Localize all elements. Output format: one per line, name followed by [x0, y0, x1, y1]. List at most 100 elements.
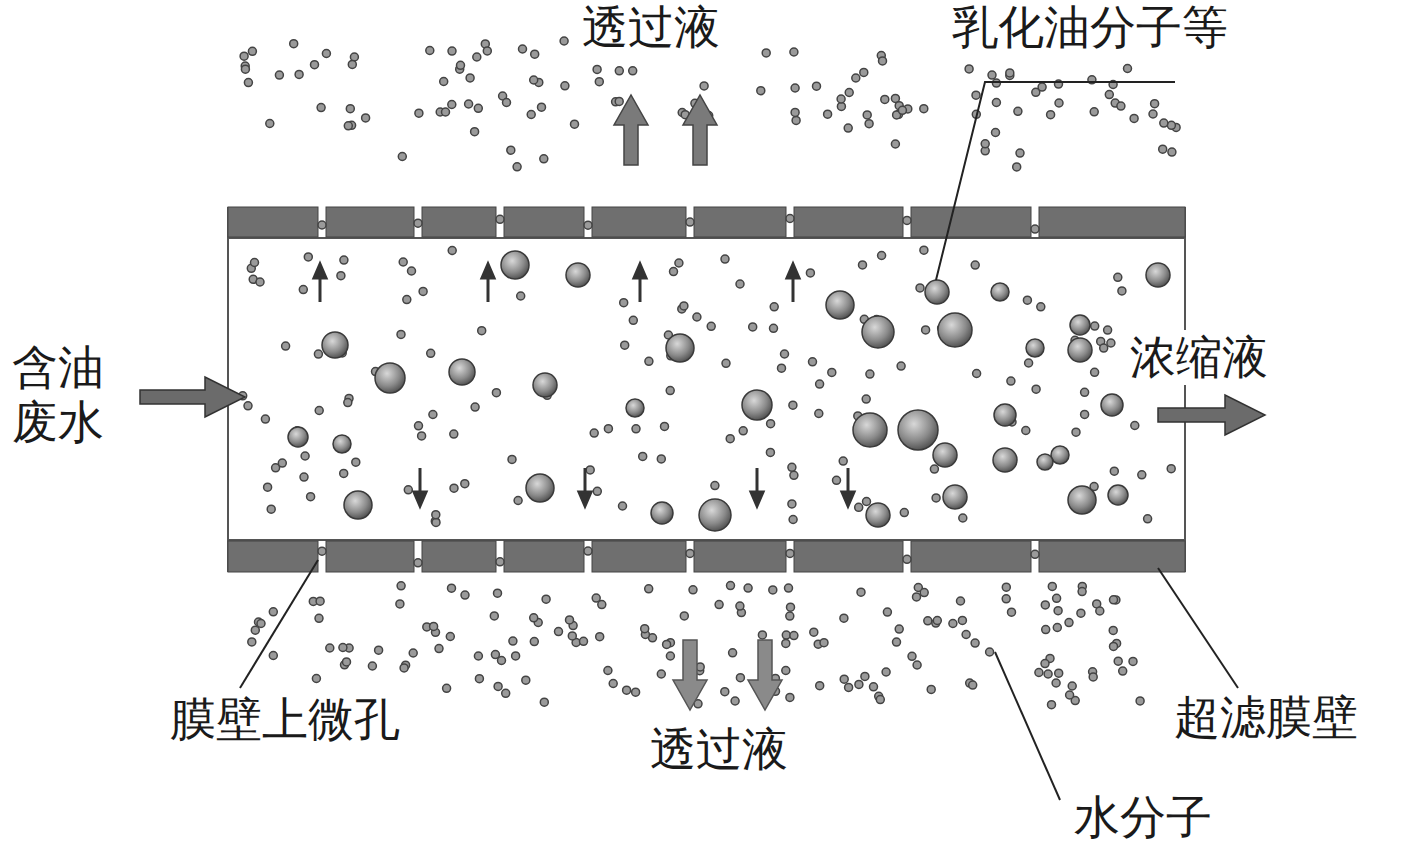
- water-molecule: [731, 697, 739, 705]
- water-molecule: [513, 163, 521, 171]
- water-molecule: [785, 584, 793, 592]
- water-molecule: [1065, 619, 1073, 627]
- water-molecule: [1114, 273, 1122, 281]
- water-molecule: [1048, 701, 1056, 709]
- water-molecule: [663, 640, 671, 648]
- oil-droplet: [501, 251, 529, 279]
- water-molecule: [782, 667, 790, 675]
- water-molecule: [595, 78, 603, 86]
- water-molecule: [1091, 322, 1099, 330]
- water-molecule: [432, 518, 440, 526]
- arrow-head: [751, 492, 763, 506]
- oil-droplet: [449, 359, 475, 385]
- water-molecule: [1041, 660, 1049, 668]
- arrow-head: [787, 264, 799, 278]
- arrow-shaft: [847, 468, 850, 494]
- arrow-head: [579, 492, 591, 506]
- water-molecule: [792, 116, 800, 124]
- water-molecule: [584, 221, 592, 229]
- oil-droplet: [1146, 263, 1170, 287]
- water-molecule: [514, 497, 522, 505]
- water-molecule: [1038, 83, 1046, 91]
- water-molecule: [604, 425, 612, 433]
- water-molecule: [466, 74, 474, 82]
- oil-droplet: [699, 499, 731, 531]
- water-molecule: [813, 82, 821, 90]
- water-molecule: [722, 359, 730, 367]
- water-molecule: [266, 120, 274, 128]
- water-molecule: [316, 597, 324, 605]
- water-molecule: [645, 585, 653, 593]
- water-molecule: [571, 120, 579, 128]
- water-molecule: [860, 68, 868, 76]
- water-molecule: [492, 389, 500, 397]
- water-molecule: [317, 104, 325, 112]
- water-molecule: [343, 658, 351, 666]
- water-molecule: [789, 401, 797, 409]
- water-molecule: [307, 493, 315, 501]
- water-molecule: [920, 246, 928, 254]
- water-molecule: [442, 108, 450, 116]
- water-molecule: [290, 40, 298, 48]
- permeate-arrows: [314, 264, 854, 506]
- water-molecule: [375, 646, 383, 654]
- water-molecule: [981, 140, 989, 148]
- oil-droplet: [1068, 486, 1096, 514]
- water-molecule: [1104, 326, 1112, 334]
- oil-droplet: [651, 502, 673, 524]
- part-label: 膜壁上微孔: [168, 692, 402, 747]
- water-molecule: [615, 97, 623, 105]
- water-molecule: [1022, 427, 1030, 435]
- water-molecule: [895, 625, 903, 633]
- water-molecule: [269, 652, 277, 660]
- water-molecule: [962, 631, 970, 639]
- water-molecule: [693, 313, 701, 321]
- water-molecule: [257, 620, 265, 628]
- water-molecule: [971, 261, 979, 269]
- water-molecule: [344, 399, 352, 407]
- arrow-head: [842, 492, 854, 506]
- water-molecule: [598, 601, 606, 609]
- wall-segment: [422, 541, 496, 572]
- water-molecule: [828, 368, 836, 376]
- water-molecule: [530, 76, 538, 84]
- water-molecule: [686, 549, 694, 557]
- water-molecule: [527, 111, 535, 119]
- water-molecule: [686, 218, 694, 226]
- water-molecule: [629, 67, 637, 75]
- water-molecule: [399, 258, 407, 266]
- water-molecule: [609, 680, 617, 688]
- water-molecule: [241, 65, 249, 73]
- water-molecule: [1089, 673, 1097, 681]
- water-molecule: [269, 608, 277, 616]
- wall-segment: [694, 541, 786, 572]
- water-molecule: [555, 628, 563, 636]
- oil-droplet: [994, 404, 1016, 426]
- arrow-head: [414, 492, 426, 506]
- water-molecule: [1124, 65, 1132, 73]
- arrow-shaft: [756, 468, 759, 494]
- water-molecule: [427, 349, 435, 357]
- water-molecule: [1052, 679, 1060, 687]
- water-molecule: [1032, 385, 1040, 393]
- water-molecule: [1151, 100, 1159, 108]
- water-molecule: [866, 370, 874, 378]
- water-molecule: [736, 280, 744, 288]
- water-molecule: [863, 498, 871, 506]
- water-molecule: [322, 50, 330, 58]
- water-molecule: [1118, 287, 1126, 295]
- membrane-wall: [228, 207, 1185, 572]
- water-molecule: [973, 370, 981, 378]
- flow-arrows: [140, 95, 1265, 710]
- water-molecule: [414, 559, 422, 567]
- water-molecule: [726, 435, 734, 443]
- wall-segment: [694, 207, 786, 237]
- water-molecule: [903, 216, 911, 224]
- water-molecule: [707, 322, 715, 330]
- water-molecule: [787, 603, 795, 611]
- water-molecule: [448, 247, 456, 255]
- water-molecule: [584, 547, 592, 555]
- water-molecule: [397, 330, 405, 338]
- water-molecule: [326, 644, 334, 652]
